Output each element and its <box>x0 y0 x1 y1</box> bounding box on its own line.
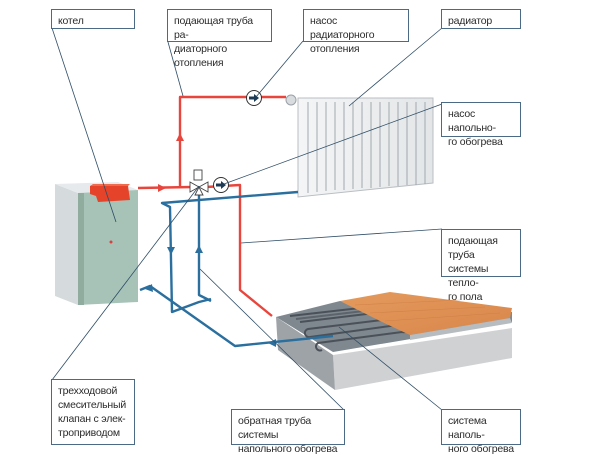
leader-radiator-pump <box>255 40 304 98</box>
boiler-side <box>55 184 78 305</box>
boiler-burner <box>90 186 130 202</box>
arrow-down-icon <box>167 247 175 255</box>
leader-lines <box>51 27 443 411</box>
leader-floor-system <box>338 326 443 411</box>
floor-supply-pipe <box>205 183 273 317</box>
slab-left-face <box>276 317 335 390</box>
wood-floor-edge <box>410 318 512 340</box>
radiator-valve-icon <box>285 94 297 106</box>
boiler-front <box>78 190 138 305</box>
boiler-front-shade <box>78 193 84 305</box>
label-radiator-supply-pipe: подающая труба ра- диаторного отопления <box>167 9 272 69</box>
supply-pipes <box>137 95 286 317</box>
leader-radiator-supply <box>167 41 184 97</box>
supply-flow-arrows <box>158 133 184 192</box>
three-way-valve <box>189 169 209 196</box>
arrow-up-icon <box>176 133 184 141</box>
boiler <box>55 182 138 305</box>
label-floor-supply-pipe: подающая труба системы тепло- го пола <box>441 229 521 303</box>
valve-left-triangle <box>189 181 200 193</box>
leader-boiler <box>51 27 117 223</box>
boiler-indicator <box>109 240 113 244</box>
arrow-left-icon <box>268 339 276 347</box>
bypass-return-pipe <box>197 193 212 303</box>
slab-front-face <box>333 328 512 390</box>
leader-floor-supply <box>240 228 443 244</box>
valve-bottom-triangle <box>194 185 204 196</box>
arrow-up-icon <box>195 245 203 253</box>
label-floor-heating-system: система наполь- ного обогрева <box>441 409 521 455</box>
arrow-right-icon <box>158 184 166 192</box>
label-boiler: котел <box>51 9 135 29</box>
label-radiator: радиатор <box>441 9 521 29</box>
radiator-return-pipe <box>160 190 299 314</box>
leader-floor-pump <box>223 103 443 185</box>
arrow-left-icon <box>145 284 153 292</box>
leader-three-way-valve <box>51 185 200 381</box>
wood-grain <box>354 299 501 322</box>
radiator-body <box>297 97 434 198</box>
label-floor-return-pipe: обратная труба системы напольного обогре… <box>231 409 345 455</box>
label-radiator-pump: насос радиаторного отопления <box>303 9 409 55</box>
wood-floor <box>340 292 512 335</box>
label-floor-pump: насос напольно- го обогрева <box>441 102 521 148</box>
floor-return-pipe <box>139 284 334 348</box>
floor-pump <box>213 177 229 193</box>
valve-actuator <box>193 169 203 181</box>
leader-floor-return <box>199 268 345 411</box>
leader-radiator <box>348 27 443 107</box>
floor-heating-slab <box>276 292 512 390</box>
return-pipes <box>139 190 334 348</box>
boiler-burner-top <box>90 184 130 186</box>
valve-right-triangle <box>198 181 209 193</box>
label-three-way-valve: трехходовой смесительный клапан с элек- … <box>51 379 135 445</box>
radiator-fins <box>307 102 426 193</box>
radiator <box>285 94 434 198</box>
pump-arrow-icon <box>216 181 226 189</box>
